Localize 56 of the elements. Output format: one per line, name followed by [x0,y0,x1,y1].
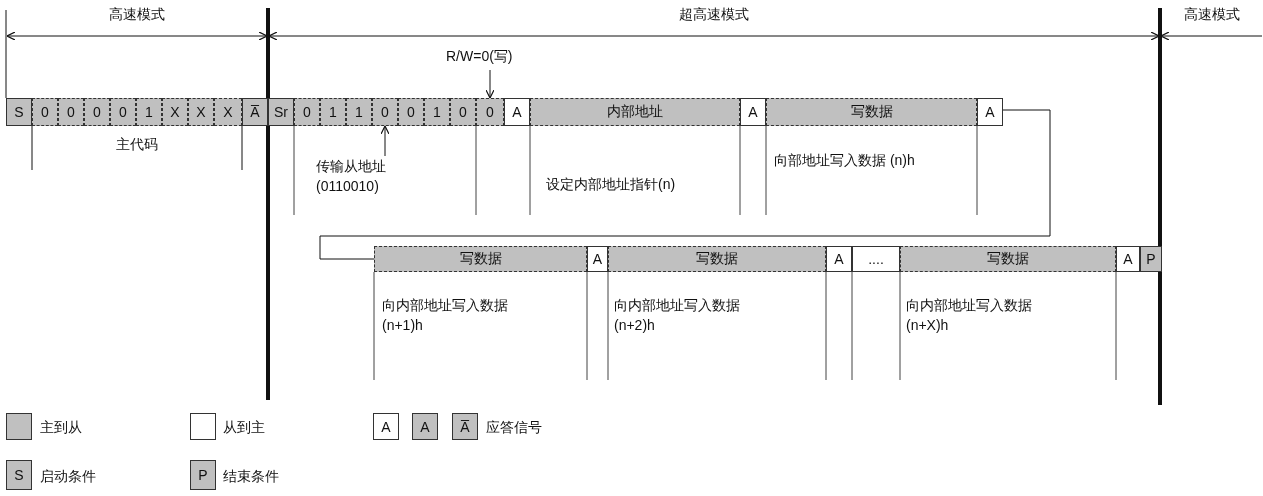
bit-cell: 1 [320,98,346,126]
not-acknowledge-sample: A̅ [452,413,478,440]
bit-cell: 1 [346,98,372,126]
acknowledge-cell: A [587,246,608,272]
bit-cell: X [188,98,214,126]
connector-line [319,109,1051,260]
acknowledge-cell: A [977,98,1003,126]
bit-cell: 1 [136,98,162,126]
data-field-cell: 写数据 [374,246,587,272]
field-description: 向内部地址写入数据 (n+X)h [906,296,1033,335]
legend-label: 从到主 [223,418,265,437]
bit-cell: 0 [58,98,84,126]
acknowledge-sample: A [373,413,399,440]
field-description: 向部地址写入数据 (n)h [774,151,916,170]
bit-cell: 0 [372,98,398,126]
leader-label: R/W=0(写) [446,46,546,66]
bit-cell: 0 [476,98,504,126]
bit-cell: 0 [398,98,424,126]
bit-cell: X [162,98,188,126]
mode-label: 高速模式 [1184,6,1240,22]
bit-cell: 0 [294,98,320,126]
not-acknowledge-cell: A̅ [242,98,268,126]
field-description: 设定内部地址指针(n) [546,175,677,194]
bit-cell: X [214,98,242,126]
legend-label: 应答信号 [486,418,542,437]
stop-condition-sample: P [190,460,216,490]
data-field-cell: 写数据 [766,98,977,126]
acknowledge-cell: A [504,98,530,126]
bit-cell: 0 [110,98,136,126]
field-description: 向内部地址写入数据 (n+2)h [614,296,741,335]
start-condition-cell: S [6,98,32,126]
legend-label: 结束条件 [223,467,279,486]
data-field-cell: 内部地址 [530,98,740,126]
leader-label: 传输从地址 (0110010) [316,156,426,196]
legend-label: 启动条件 [40,467,96,486]
bit-cell: 0 [32,98,58,126]
mode-label: 超高速模式 [679,6,749,22]
acknowledge-cell: A [740,98,766,126]
acknowledge-sample: A [412,413,438,440]
field-description: 主代码 [116,136,158,152]
stop-condition-cell: P [1140,246,1162,272]
data-field-cell: 写数据 [900,246,1116,272]
acknowledge-cell: A [826,246,852,272]
bit-cell: 1 [424,98,450,126]
data-field-cell: 写数据 [608,246,826,272]
mode-label: 高速模式 [109,6,165,22]
field-description: 向内部地址写入数据 (n+1)h [382,296,509,335]
legend-label: 主到从 [40,418,82,437]
bit-cell: 0 [450,98,476,126]
acknowledge-cell: A [1116,246,1140,272]
start-condition-sample: S [6,460,32,490]
ellipsis-cell: .... [852,246,900,272]
repeated-start-cell: Sr [268,98,294,126]
leader-arrow [380,125,390,157]
bit-cell: 0 [84,98,110,126]
leader-arrow [485,69,495,99]
